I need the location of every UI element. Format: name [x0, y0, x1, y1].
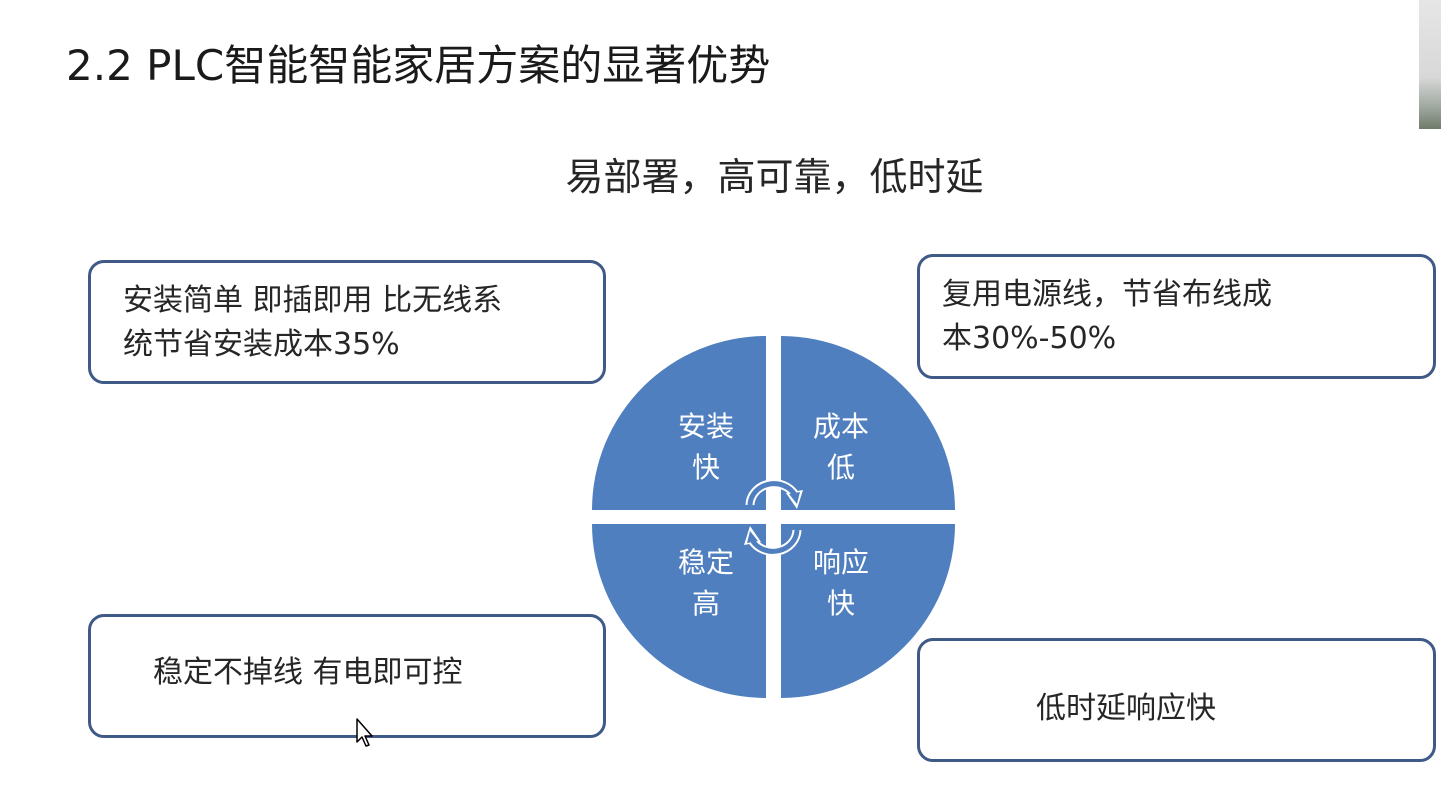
slide-subtitle: 易部署，高可靠，低时延: [565, 155, 984, 199]
callout-install-line2: 统节省安装成本35%: [123, 327, 400, 362]
callout-install: 安装简单 即插即用 比无线系 统节省安装成本35%: [88, 260, 606, 384]
quadrant-label-cost: 成本 低: [781, 406, 901, 488]
quadrant-label-stable: 稳定 高: [646, 542, 766, 624]
quadrant-label-install-line1: 安装: [677, 410, 734, 443]
callout-cost: 复用电源线，节省布线成 本30%-50%: [917, 254, 1436, 379]
quadrant-circle: [592, 336, 955, 698]
callout-stable-text: 稳定不掉线 有电即可控: [153, 655, 463, 690]
callout-cost-line2: 本30%-50%: [942, 321, 1117, 356]
quadrant-label-install: 安装 快: [646, 406, 766, 488]
callout-install-line1: 安装简单 即插即用 比无线系: [123, 283, 503, 318]
callout-latency-text: 低时延响应快: [1036, 691, 1216, 726]
callout-latency: 低时延响应快: [917, 638, 1436, 762]
quadrant-label-cost-line1: 成本: [812, 410, 869, 443]
callout-cost-line1: 复用电源线，节省布线成: [942, 277, 1272, 312]
mouse-pointer-icon: [356, 718, 373, 747]
quadrant-label-stable-line2: 高: [691, 587, 720, 620]
quadrant-label-response: 响应 快: [781, 542, 901, 624]
quadrant-label-stable-line1: 稳定: [677, 546, 734, 579]
quadrant-label-response-line2: 快: [826, 587, 855, 620]
quadrant-label-response-line1: 响应: [812, 546, 869, 579]
quadrant-label-install-line2: 快: [691, 451, 720, 484]
video-thumbnail: [1419, 0, 1441, 129]
slide-title: 2.2 PLC智能智能家居方案的显著优势: [66, 41, 771, 90]
callout-stable: 稳定不掉线 有电即可控: [88, 614, 606, 738]
quadrant-label-cost-line2: 低: [826, 451, 855, 484]
